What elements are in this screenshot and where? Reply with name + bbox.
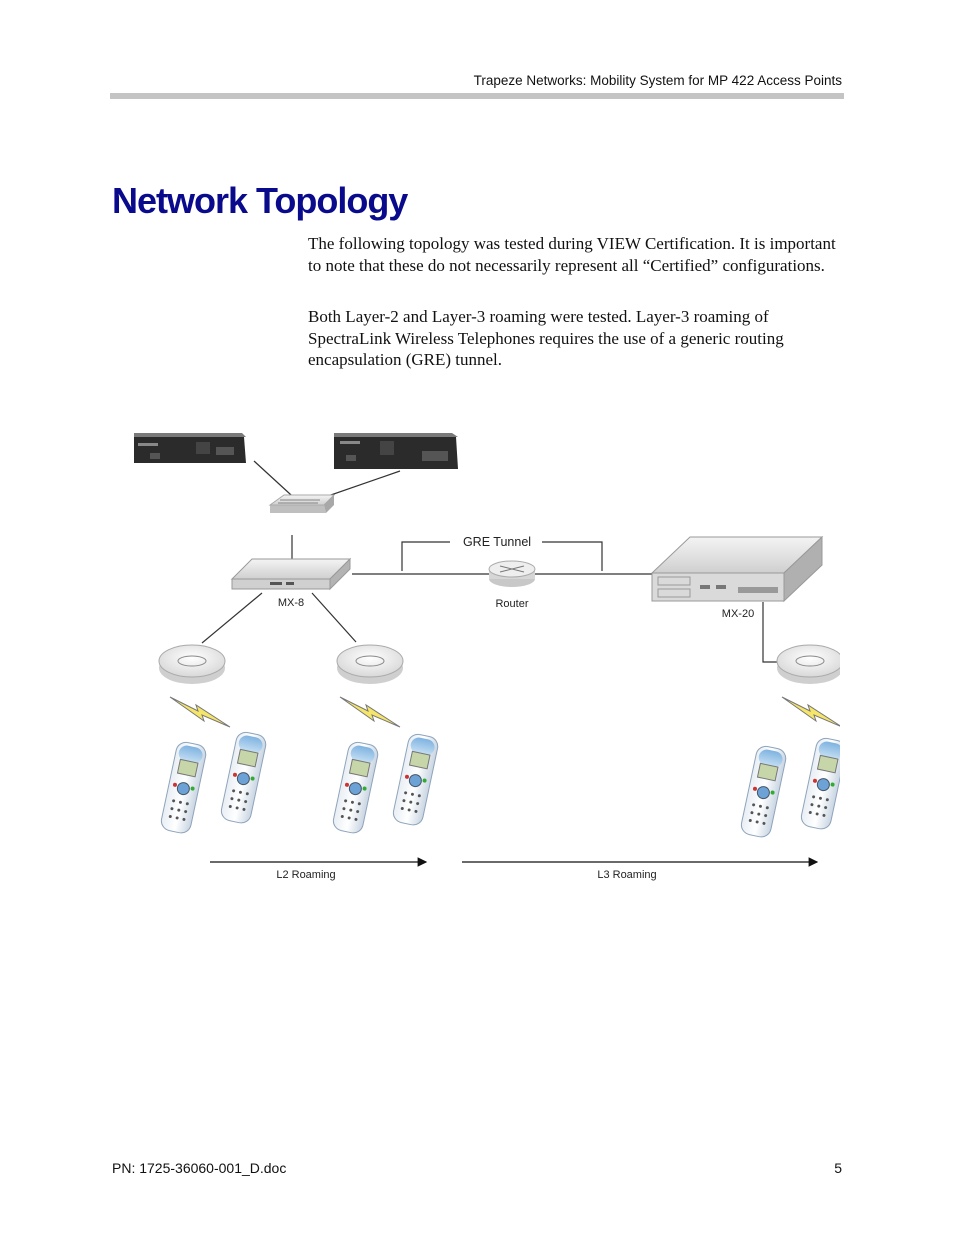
intro-paragraph: The following topology was tested during… [308,234,836,275]
header-rule [110,93,844,99]
server-right-icon [334,433,458,469]
gre-tunnel-label: GRE Tunnel [463,535,531,549]
page-number: 5 [834,1160,842,1176]
router-label: Router [495,598,528,610]
wireless-signal-icon [781,696,840,727]
mx20-label: MX-20 [722,608,754,620]
document-number: PN: 1725-36060-001_D.doc [112,1160,287,1176]
roaming-paragraph: Both Layer-2 and Layer-3 roaming were te… [308,307,784,370]
mx8-controller-icon [230,557,352,591]
wireless-phone-icon [800,737,840,830]
wireless-phone-icon [220,731,267,824]
section-title: Network Topology [112,180,408,221]
l3-roaming-label: L3 Roaming [597,869,656,881]
access-point-icon [336,644,404,684]
wireless-phone-icon [160,741,207,834]
wireless-phone-icon [740,745,787,838]
wireless-signal-icon [339,696,401,728]
mx8-label: MX-8 [278,597,304,609]
running-header: Trapeze Networks: Mobility System for MP… [473,73,842,88]
wireless-phone-icon [332,741,379,834]
network-topology-diagram: MX-8 GRE Tunnel Router MX-20 [134,433,840,881]
ethernet-switch-icon [268,494,336,513]
server-left-icon [134,433,246,463]
wireless-phone-icon [392,733,439,826]
mx20-controller-icon [650,535,824,603]
router-icon [488,560,536,587]
l2-roaming-label: L2 Roaming [276,869,335,881]
wireless-signal-icon [169,696,231,728]
access-point-icon [776,644,840,684]
access-point-icon [158,644,226,684]
